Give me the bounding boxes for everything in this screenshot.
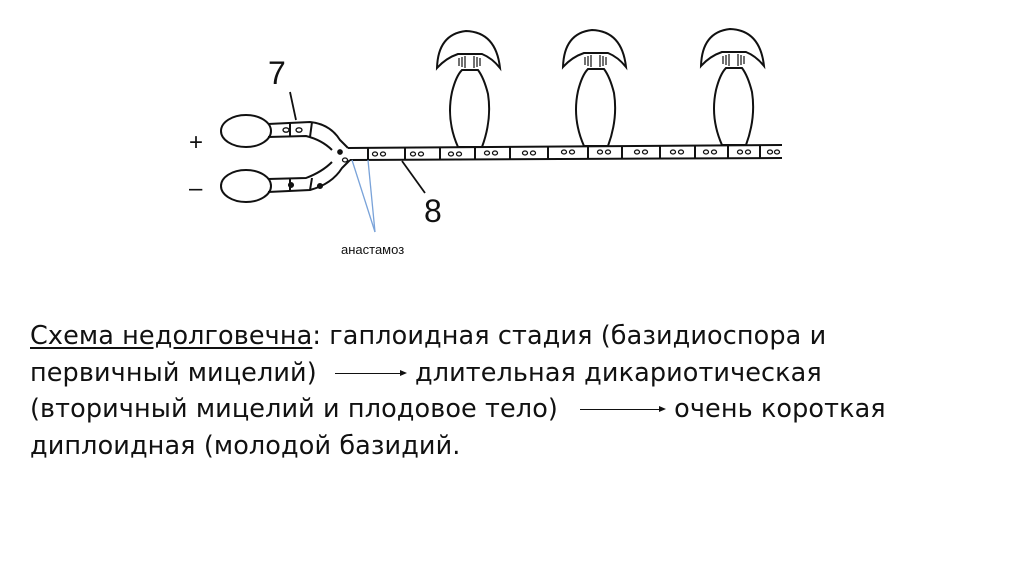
text-line-3-a: (вторичный мицелий и плодовое тело) [30,394,558,424]
label-minus: – [189,175,203,202]
leader-8 [401,160,426,194]
label-anastomosis: анастамоз [341,242,404,257]
label-8: 8 [424,193,442,229]
life-cycle-diagram: + – 7 8 анастамоз [189,27,783,257]
label-plus: + [189,129,203,156]
mycelium-septa [367,146,761,160]
text-line-2-a: первичный мицелий) [30,357,317,388]
anastomosis-pointer-1 [351,159,376,233]
hypha-lower [267,161,333,180]
nuclei [282,127,781,190]
text-line-3: (вторичный мицелий и плодовое тело) очен… [30,391,1005,428]
text-line-4: диплоидная (молодой базидий. [30,430,461,461]
arrow-right-icon [580,406,667,412]
text-line-2: первичный мицелий) длительная дикариотич… [30,355,1005,392]
spore-plus [220,114,272,148]
mushroom-fruiting-body [561,28,628,147]
label-7: 7 [268,55,286,91]
secondary-mycelium [347,144,783,149]
spore-minus [220,169,272,203]
anastomosis-pointer-2 [367,159,376,233]
scheme-term: Схема недолговечна [30,321,313,351]
text-line-1: Схема недолговечна: гаплоидная стадия (б… [30,318,1005,355]
hypha-upper [267,120,349,149]
text-line-1-rest: : гаплоидная стадия (базидиоспора и [312,321,827,351]
mushroom-fruiting-body [699,27,766,146]
text-line-3-b: очень короткая [674,394,886,424]
arrow-right-icon [334,369,407,376]
text-line-2-b: длительная дикариотическая [414,357,822,388]
description-text: Схема недолговечна: гаплоидная стадия (б… [30,318,1005,464]
leader-7 [289,91,297,121]
mushroom-fruiting-body [435,29,502,148]
